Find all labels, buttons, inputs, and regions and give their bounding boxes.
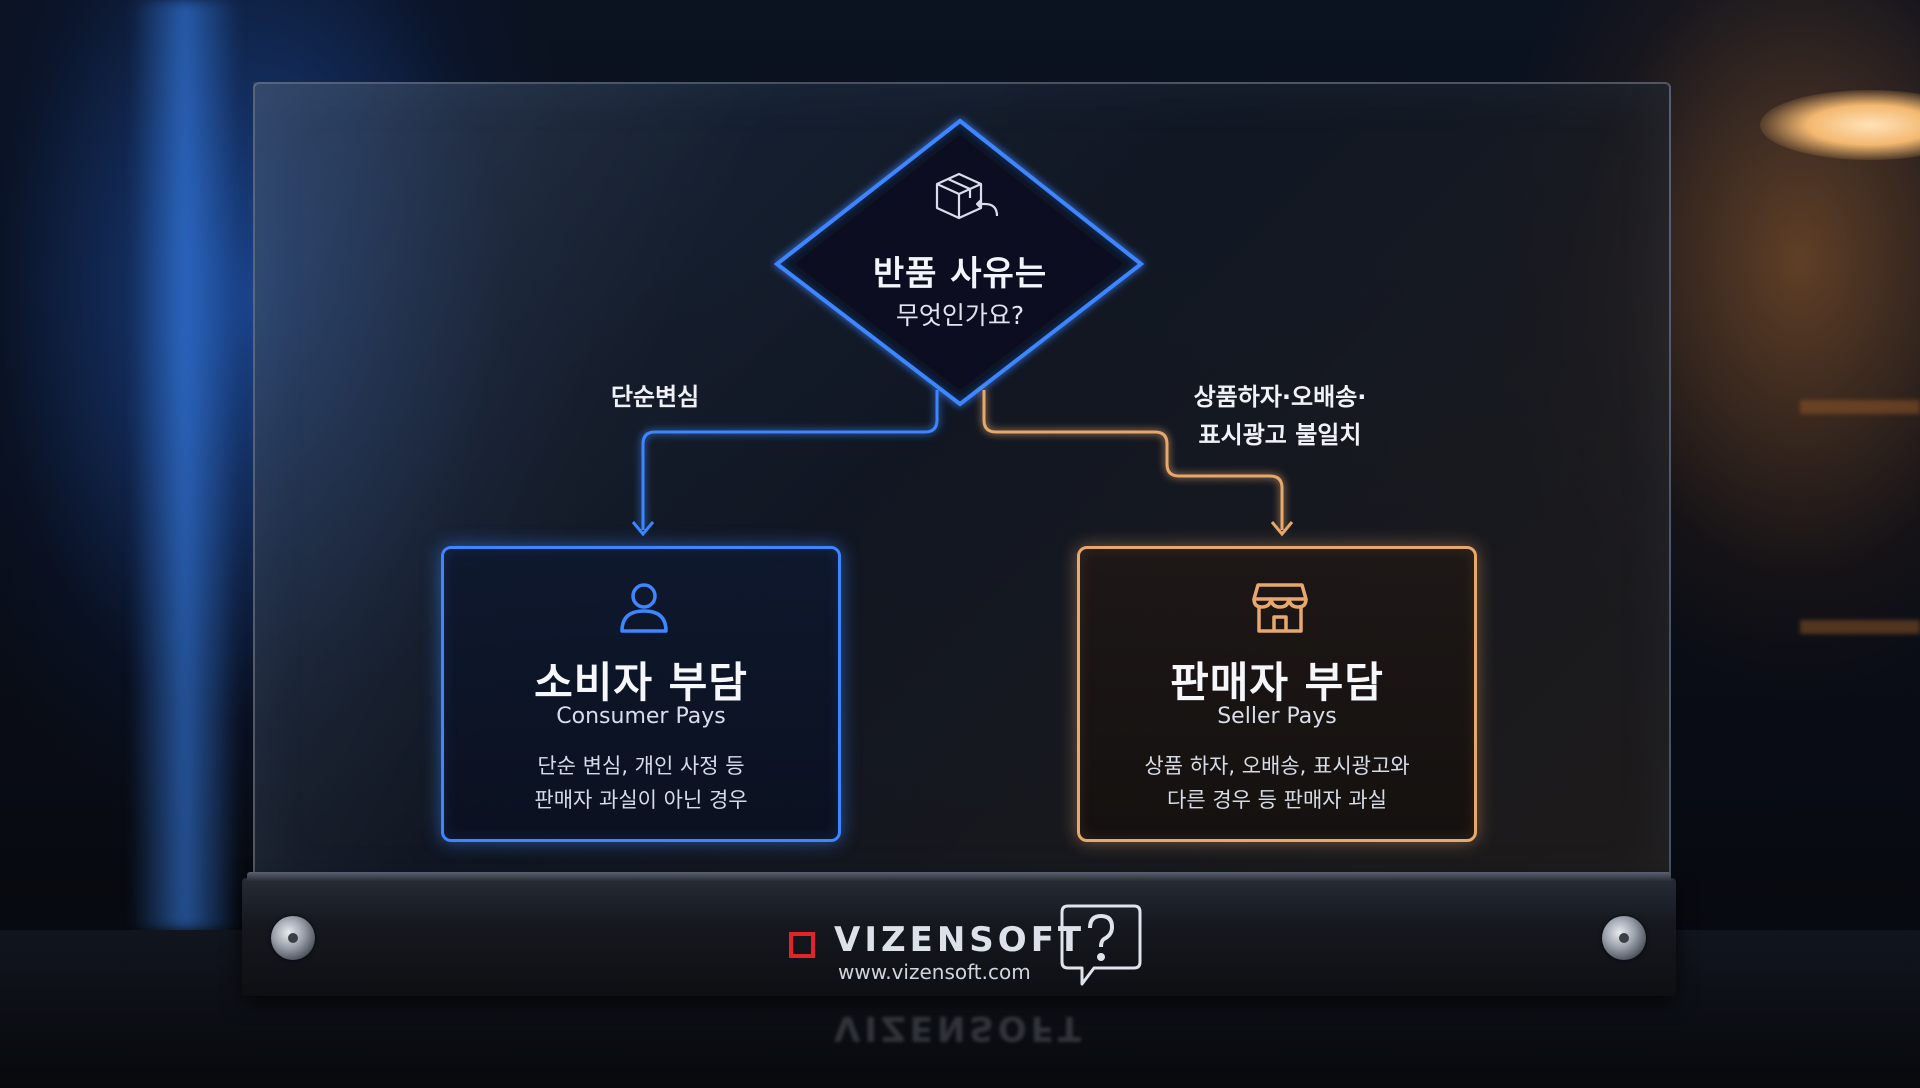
brand-name-reflection: VIZENSOFT: [834, 1008, 1085, 1048]
brand-name: VIZENSOFT: [834, 920, 1085, 960]
store-icon: [1252, 579, 1308, 635]
seller-title: 판매자 부담: [1080, 649, 1474, 710]
seller-desc-line2: 다른 경우 등 판매자 과실: [1080, 783, 1474, 817]
consumer-desc-line2: 판매자 과실이 아닌 경우: [444, 783, 838, 817]
consumer-subtitle: Consumer Pays: [444, 704, 838, 729]
edge-label-seller-line2: 표시광고 불일치: [1150, 416, 1410, 454]
edge-label-seller: 상품하자·오배송· 표시광고 불일치: [1150, 378, 1410, 454]
user-icon: [616, 579, 672, 635]
consumer-description: 단순 변심, 개인 사정 등 판매자 과실이 아닌 경우: [444, 749, 838, 817]
edge-label-consumer-text: 단순변심: [575, 378, 735, 416]
screw-right: [1602, 916, 1646, 960]
base-reflection: VIZENSOFT: [240, 1000, 1680, 1088]
seller-desc-line1: 상품 하자, 오배송, 표시광고와: [1080, 749, 1474, 783]
question-subtitle: 무엇인가요?: [760, 296, 1160, 332]
consumer-desc-line1: 단순 변심, 개인 사정 등: [444, 749, 838, 783]
brand-logo-mark: [789, 932, 815, 958]
seller-subtitle: Seller Pays: [1080, 704, 1474, 729]
screw-left: [271, 916, 315, 960]
question-title: 반품 사유는: [760, 246, 1160, 295]
display-base-top: [247, 872, 1671, 882]
consumer-pays-card: 소비자 부담 Consumer Pays 단순 변심, 개인 사정 등 판매자 …: [441, 546, 841, 842]
question-bubble-icon: [1058, 900, 1144, 990]
edge-label-seller-line1: 상품하자·오배송·: [1150, 378, 1410, 416]
seller-pays-card: 판매자 부담 Seller Pays 상품 하자, 오배송, 표시광고와 다른 …: [1077, 546, 1477, 842]
seller-description: 상품 하자, 오배송, 표시광고와 다른 경우 등 판매자 과실: [1080, 749, 1474, 817]
brand-url: www.vizensoft.com: [838, 960, 1031, 984]
edge-label-consumer: 단순변심: [575, 378, 735, 416]
consumer-title: 소비자 부담: [444, 649, 838, 710]
